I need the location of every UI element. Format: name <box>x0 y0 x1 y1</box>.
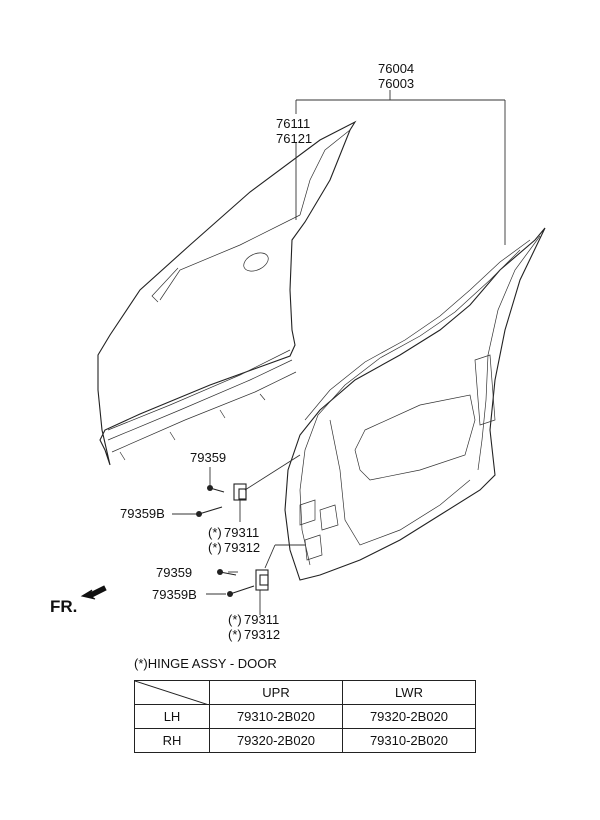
diagonal-divider <box>135 681 209 705</box>
label-hinge-lower-1: 79311 <box>244 612 279 627</box>
lower-bolt-b-icon <box>227 585 255 597</box>
front-arrow-icon <box>80 585 107 600</box>
label-assy-rh: 76003 <box>378 76 414 91</box>
hinge-spec-table: UPR LWR LH 79310-2B020 79320-2B020 RH 79… <box>134 680 476 753</box>
label-hinge-upper-1: 79311 <box>224 525 259 540</box>
label-hinge-lower-1-mark: (*) <box>228 612 242 627</box>
label-hinge-lower-2-mark: (*) <box>228 627 242 642</box>
table-row: LH 79310-2B020 79320-2B020 <box>134 704 476 729</box>
front-indicator-label: FR. <box>50 597 77 616</box>
upper-hinge <box>233 483 247 501</box>
leader-lines <box>172 90 506 615</box>
table-header-row: UPR LWR <box>134 680 476 705</box>
lower-bolt-icon <box>217 569 237 576</box>
label-bolt-upper: 79359 <box>190 450 226 465</box>
table-cell-upr: 79320-2B020 <box>209 728 343 753</box>
label-bolt-lower-b: 79359B <box>152 587 197 602</box>
label-bolt-lower: 79359 <box>156 565 192 580</box>
label-assy-lh: 76004 <box>378 61 414 76</box>
table-header-lwr: LWR <box>342 680 476 705</box>
door-outer-panel <box>97 120 357 466</box>
label-hinge-upper-1-mark: (*) <box>208 525 222 540</box>
table-corner-cell <box>134 680 210 705</box>
label-panel-rh: 76121 <box>276 131 312 146</box>
table-cell-lwr: 79310-2B020 <box>342 728 476 753</box>
table-cell-side: RH <box>134 728 210 753</box>
table-cell-side: LH <box>134 704 210 729</box>
upper-bolt-b-icon <box>196 506 223 517</box>
label-hinge-upper-2-mark: (*) <box>208 540 222 555</box>
door-inner-frame <box>284 227 546 581</box>
label-panel-lh: 76111 <box>276 116 310 131</box>
label-bolt-upper-b: 79359B <box>120 506 165 521</box>
table-header-upr: UPR <box>209 680 343 705</box>
table-cell-lwr: 79320-2B020 <box>342 704 476 729</box>
table-cell-upr: 79310-2B020 <box>209 704 343 729</box>
upper-bolt-icon <box>207 485 225 493</box>
table-row: RH 79320-2B020 79310-2B020 <box>134 728 476 753</box>
table-caption: (*)HINGE ASSY - DOOR <box>134 656 277 671</box>
label-hinge-upper-2: 79312 <box>224 540 260 555</box>
label-hinge-lower-2: 79312 <box>244 627 280 642</box>
lower-hinge <box>255 569 269 591</box>
